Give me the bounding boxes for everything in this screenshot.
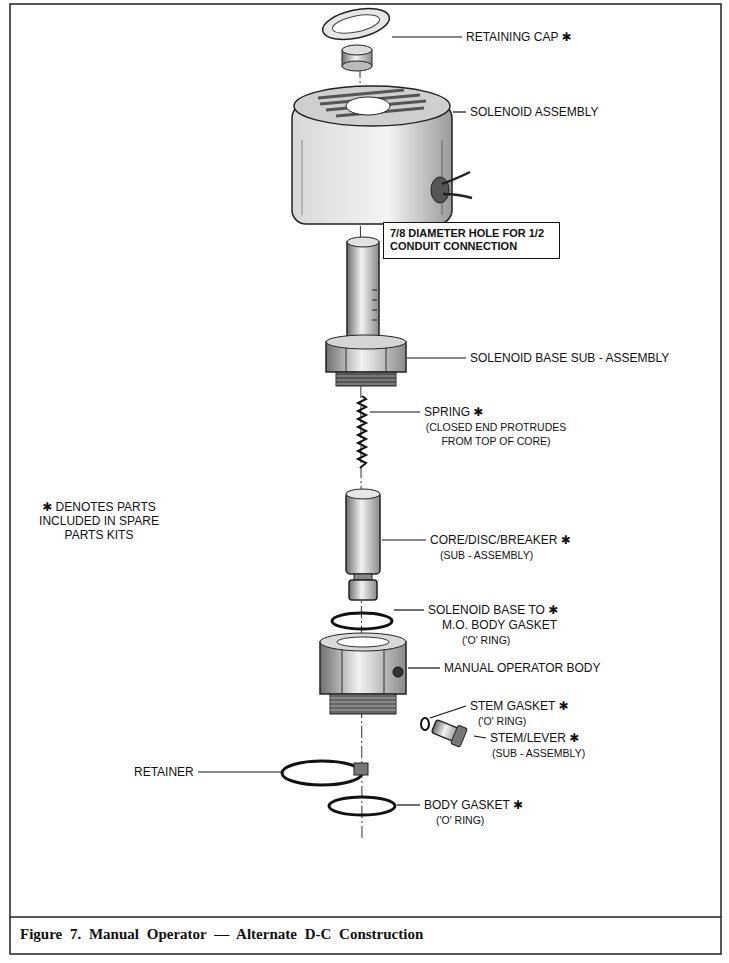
part-label: MANUAL OPERATOR BODY	[444, 661, 600, 675]
retainer	[282, 761, 368, 785]
solenoid-assembly	[292, 86, 472, 224]
part-label: SOLENOID ASSEMBLY	[470, 105, 599, 119]
retaining-cap	[320, 3, 392, 71]
part-label: (SUB - ASSEMBLY)	[492, 746, 585, 760]
part-label: M.O. BODY GASKET	[442, 618, 557, 632]
frame	[10, 4, 721, 954]
part-label: ✱ DENOTES PARTS INCLUDED IN SPARE PARTS …	[38, 500, 160, 542]
part-label: SPRING ✱	[424, 405, 483, 419]
stem-lever	[430, 717, 467, 748]
stem-gasket	[421, 718, 429, 730]
manual-operator-body	[320, 633, 406, 714]
callout-box: 7/8 DIAMETER HOLE FOR 1/2 CONDUIT CONNEC…	[383, 222, 560, 259]
caption-rule	[10, 916, 721, 918]
solenoid-base	[326, 237, 406, 386]
part-label: SOLENOID BASE SUB - ASSEMBLY	[470, 351, 669, 365]
spring	[358, 396, 366, 468]
part-label: BODY GASKET ✱	[424, 798, 523, 812]
part-label: RETAINER	[134, 765, 194, 779]
part-label: STEM/LEVER ✱	[490, 731, 579, 745]
o-ring	[332, 613, 392, 629]
part-label: (SUB - ASSEMBLY)	[440, 548, 533, 562]
part-label: STEM GASKET ✱	[470, 699, 569, 713]
part-label: ('O' RING)	[462, 633, 510, 647]
part-label: RETAINING CAP ✱	[466, 30, 572, 44]
callout-text: 7/8 DIAMETER HOLE FOR 1/2 CONDUIT CONNEC…	[390, 227, 552, 253]
part-label: CORE/DISC/BREAKER ✱	[430, 533, 571, 547]
part-label: ('O' RING)	[436, 813, 484, 827]
o-ring	[329, 797, 395, 815]
part-label: (CLOSED END PROTRUDES FROM TOP OF CORE)	[410, 420, 582, 448]
core-disc-breaker	[346, 489, 380, 600]
figure-caption: Figure 7. Manual Operator — Alternate D-…	[20, 926, 423, 943]
part-label: SOLENOID BASE TO ✱	[428, 603, 558, 617]
part-label: ('O' RING)	[478, 714, 526, 728]
